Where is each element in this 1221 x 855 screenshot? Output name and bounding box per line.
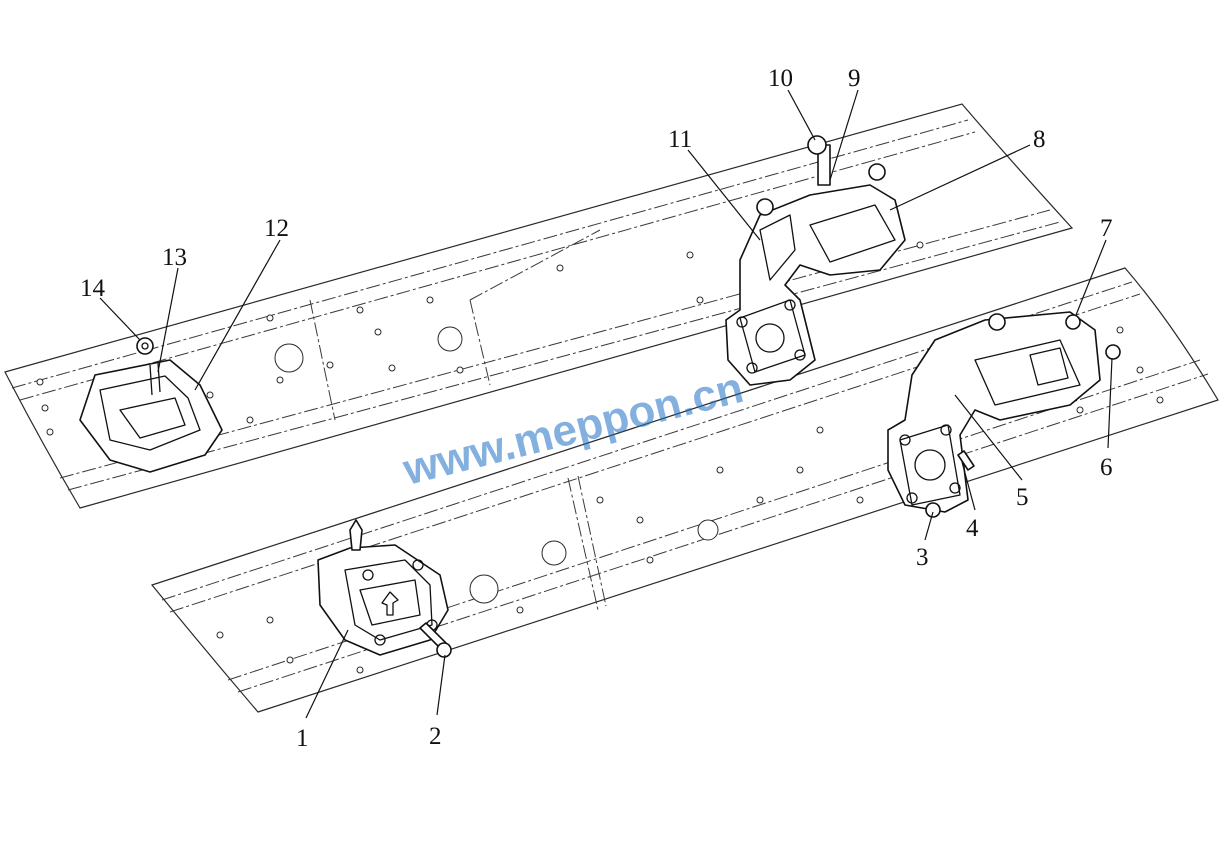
callout-4: 4 <box>966 515 979 542</box>
callout-11: 11 <box>668 126 692 153</box>
callout-labels: 1 2 3 4 5 6 7 8 9 10 11 12 13 14 <box>80 65 1113 752</box>
callout-7: 7 <box>1100 215 1113 242</box>
callout-3: 3 <box>916 544 929 571</box>
callout-12: 12 <box>264 215 289 242</box>
lower-frame-rail <box>150 267 1219 713</box>
bottom-engine-mount <box>317 519 452 658</box>
leader-14 <box>99 297 141 341</box>
callout-13: 13 <box>162 244 187 271</box>
leader-5 <box>954 394 1023 481</box>
lower-rail-holes <box>216 326 1164 674</box>
leader-12 <box>194 239 281 391</box>
leader-9 <box>829 89 859 181</box>
callout-5: 5 <box>1016 484 1029 511</box>
callout-6: 6 <box>1100 454 1113 481</box>
callout-9: 9 <box>848 65 861 92</box>
watermark-text: www.meppon.cn <box>398 363 748 495</box>
leader-11 <box>687 149 761 241</box>
leader-4 <box>961 461 976 511</box>
left-engine-mount <box>79 337 223 473</box>
callout-14: 14 <box>80 275 106 302</box>
upper-right-bracket <box>725 135 906 386</box>
leader-10 <box>787 89 816 141</box>
leader-1 <box>305 629 349 719</box>
leader-7 <box>1075 239 1107 316</box>
callout-1: 1 <box>296 725 309 752</box>
lower-right-bracket <box>887 311 1121 518</box>
leader-6 <box>1107 357 1113 449</box>
leader-13 <box>157 267 179 373</box>
leader-lines <box>99 89 1113 719</box>
callout-2: 2 <box>429 723 442 750</box>
leader-2 <box>436 654 446 716</box>
leader-8 <box>889 144 1031 211</box>
callout-10: 10 <box>768 65 793 92</box>
callout-8: 8 <box>1033 126 1046 153</box>
leader-3 <box>924 511 934 541</box>
